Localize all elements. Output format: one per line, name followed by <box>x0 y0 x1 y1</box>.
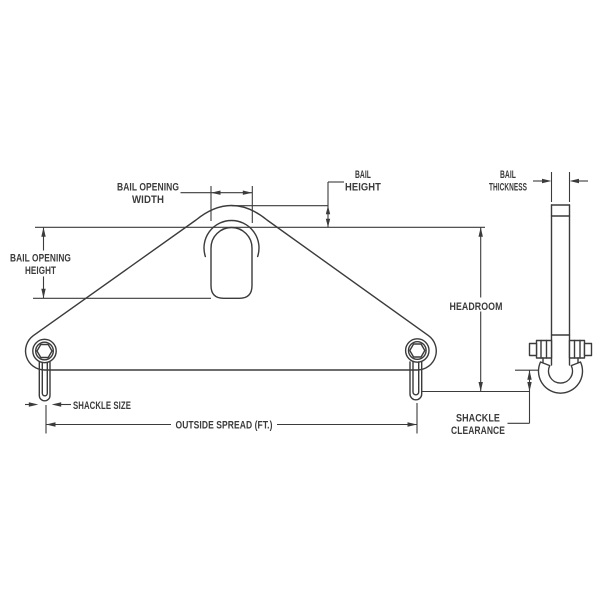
bail-opening-slot <box>210 226 253 299</box>
bolt-nut-left <box>535 339 553 359</box>
bail-thickness-label-line2: THICKNESS <box>489 182 527 194</box>
bail-ring <box>203 219 260 258</box>
left-shackle-outer <box>38 361 51 402</box>
right-shackle <box>409 361 423 401</box>
right-hex-pin <box>409 343 426 358</box>
shackle-bolt <box>528 339 593 359</box>
bolt-head-left <box>528 342 538 357</box>
bail-opening-width-label-line1: BAIL OPENING <box>117 182 179 194</box>
bolt-head-right <box>583 342 593 357</box>
left-hex-pin <box>36 343 53 359</box>
bolt-nut-right <box>568 339 586 359</box>
left-shackle-inner <box>41 361 48 397</box>
headroom-label: HEADROOM <box>450 301 503 313</box>
side-shackle-bow <box>537 361 584 394</box>
left-shackle <box>38 361 51 402</box>
right-shackle-eye <box>404 338 430 363</box>
headroom-label-mask <box>446 297 506 312</box>
shackle-clearance-label-line1: SHACKLE <box>456 413 500 425</box>
dim-shackle-clearance <box>507 369 539 424</box>
shackle-size-label: SHACKLE SIZE <box>73 400 131 412</box>
side-plate-fill <box>551 205 570 365</box>
beam-front-view <box>24 204 437 402</box>
outside-spread-label-mask <box>171 417 277 432</box>
bail-opening-width-label-line2: WIDTH <box>132 194 164 206</box>
beam-side-view <box>528 204 593 394</box>
dim-bail-opening-width <box>180 186 253 223</box>
left-eye-inner <box>35 341 55 361</box>
bail-thickness-label-line1: BAIL <box>500 169 516 181</box>
shackle-clearance-label-line2: CLEARANCE <box>451 425 505 437</box>
side-beam-plate <box>550 204 571 366</box>
right-shackle-outer <box>409 361 423 401</box>
bail-opening-height-label-mask <box>7 250 74 277</box>
dim-shackle-size <box>25 402 71 407</box>
bail-height-label-line1: BAIL <box>355 169 371 181</box>
right-shackle-inner <box>412 361 420 396</box>
dim-bail-height <box>231 181 344 228</box>
left-shackle-eye <box>32 338 57 364</box>
dimension-labels: BAIL OPENING WIDTH BAIL HEIGHT BAIL THIC… <box>7 169 527 437</box>
bail-opening-height-label-line1: BAIL OPENING <box>10 253 71 265</box>
bail-height-label-line2: HEIGHT <box>345 182 381 194</box>
dim-bail-thickness <box>533 172 588 202</box>
bail-opening-height-label-line2: HEIGHT <box>25 265 56 277</box>
right-eye-inner <box>407 341 427 361</box>
outside-spread-label: OUTSIDE SPREAD (FT.) <box>176 420 273 432</box>
